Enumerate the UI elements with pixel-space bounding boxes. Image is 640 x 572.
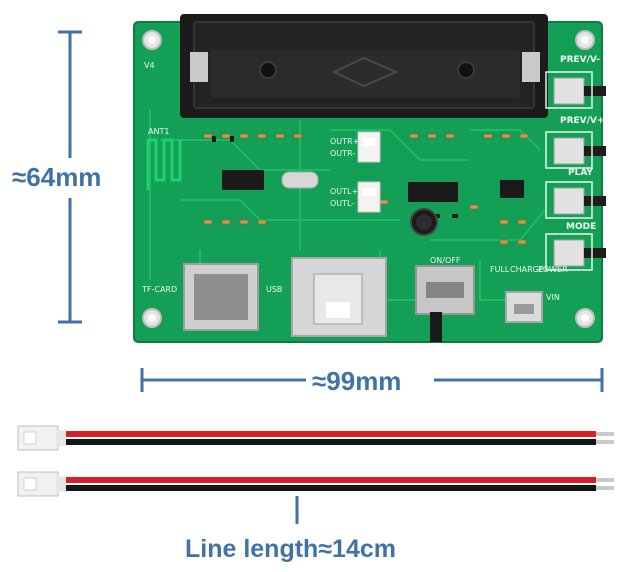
pcb-board <box>133 14 606 343</box>
mounting-holes <box>142 30 595 328</box>
board-version-label: V4 <box>144 61 155 70</box>
width-dimension-label: ≈99mm <box>312 366 402 396</box>
antenna-label: ANT1 <box>148 127 170 136</box>
on-off-label: ON/OFF <box>430 256 461 265</box>
height-dimension-marker <box>10 30 128 324</box>
cable-2 <box>17 471 614 497</box>
tactile-buttons <box>553 77 606 267</box>
led-full-label: FULL <box>490 265 510 274</box>
outl-minus-label: OUTL- <box>330 199 355 208</box>
led-charge-label: CHARGE <box>510 265 544 274</box>
audio-chip <box>222 170 264 190</box>
width-dimension-marker <box>140 364 604 396</box>
electrolytic-capacitor <box>410 208 438 236</box>
charge-chip <box>500 180 524 198</box>
speaker-connector-left <box>357 181 381 213</box>
button-label-prev-v-minus: PREV/V- <box>560 55 600 65</box>
usb-port <box>291 257 387 337</box>
amp-chip <box>408 182 458 202</box>
outl-plus-label: OUTL+ <box>330 187 359 196</box>
power-switch <box>415 265 475 342</box>
tf-card-label: TF-CARD <box>142 285 178 294</box>
line-length-label: Line length≈14cm <box>185 535 396 563</box>
led-power-label: POWER <box>538 265 568 274</box>
vin-port <box>505 291 543 323</box>
speaker-connector-right <box>357 131 381 163</box>
button-label-mode: MODE <box>566 222 597 232</box>
outr-plus-label: OUTR+ <box>330 137 360 146</box>
outr-minus-label: OUTR- <box>330 149 356 158</box>
antenna-trace <box>146 138 182 190</box>
cable-1 <box>17 425 614 451</box>
vin-label: VIN <box>546 293 560 302</box>
button-label-prev-v-plus: PREV/V+ <box>560 116 605 126</box>
tf-card-slot <box>183 263 259 331</box>
usb-label: USB <box>266 285 283 294</box>
height-dimension-label: ≈64mm <box>12 162 102 192</box>
button-label-play: PLAY <box>568 168 593 178</box>
battery-holder <box>180 14 548 118</box>
crystal <box>281 171 319 189</box>
